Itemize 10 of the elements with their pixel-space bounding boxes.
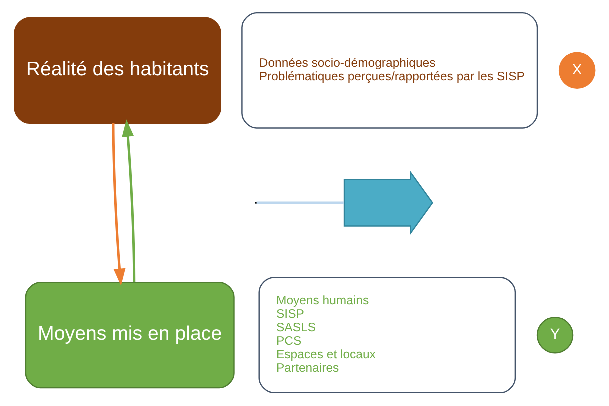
connector — [256, 202, 344, 204]
node-arrow — [343, 170, 433, 236]
node-circle: X — [558, 52, 596, 90]
node-box: Moyens mis en place — [24, 282, 234, 389]
node-box: Réalité des habitants — [14, 17, 221, 124]
arrow — [122, 120, 136, 282]
arrow — [112, 123, 126, 286]
node-box: Moyens humains SISP SASLS PCS Espaces et locaux Partenaires — [258, 277, 516, 394]
node-circle: Y — [536, 316, 574, 354]
node-box: Données socio-démographiques Problématiques perçues/rapportées par les SISP — [241, 12, 538, 129]
